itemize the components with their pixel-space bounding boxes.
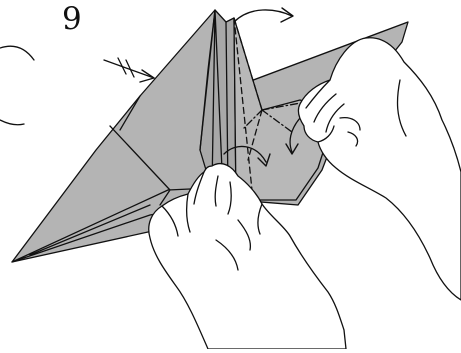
left-edge-curve-bottom (0, 120, 24, 125)
arrowhead-fold-over (281, 8, 293, 22)
step-number: 9 (62, 4, 82, 35)
left-edge-curve-top (0, 46, 34, 60)
arrow-push-in (104, 60, 154, 78)
background-sketch-lines (0, 46, 34, 125)
